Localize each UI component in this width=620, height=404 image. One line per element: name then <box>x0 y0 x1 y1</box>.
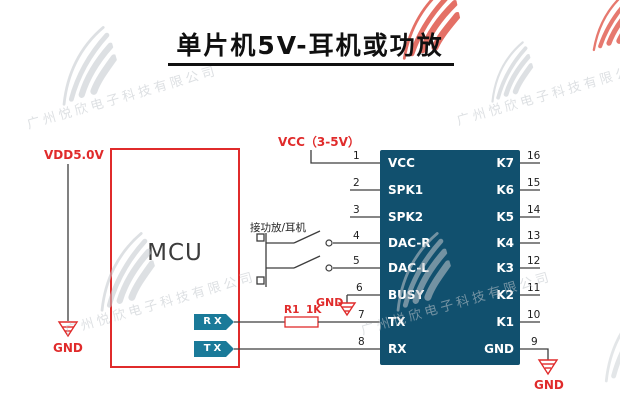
dac-r-contact <box>325 239 333 247</box>
vcc-label: VCC（3-5V） <box>278 135 360 149</box>
watermark-company-text: 广州悦欣电子科技有限公司 <box>455 59 620 129</box>
pin-label: K2 <box>496 288 514 302</box>
pin-number: 5 <box>353 255 360 267</box>
pin-label: K7 <box>496 156 514 170</box>
feather-logo-icon <box>581 299 620 386</box>
pin-number: 14 <box>527 204 541 216</box>
vdd-label: VDD5.0V <box>44 148 104 162</box>
pin-number: 6 <box>356 282 363 294</box>
pin-number: 10 <box>527 309 541 321</box>
pin-number: 1 <box>353 150 360 162</box>
pin-number: 16 <box>527 150 541 162</box>
pin-label: BUSY <box>388 288 425 302</box>
pin-number: 9 <box>531 336 538 348</box>
pin-label: DAC-R <box>388 236 431 250</box>
pin-label: DAC-L <box>388 261 429 275</box>
dac-l-contact <box>325 264 333 272</box>
pin-number: 8 <box>358 336 365 348</box>
pin-number: 13 <box>527 230 541 242</box>
ground-symbol-right <box>537 359 559 376</box>
gnd-label-right: GND <box>534 378 564 392</box>
pin-label: RX <box>388 342 407 356</box>
watermark-company-text: 广州悦欣电子科技有限公司 <box>25 63 220 133</box>
headphone-jack-icon <box>256 230 321 287</box>
pin-number: 3 <box>353 204 360 216</box>
page-title: 单片机5V-耳机或功放 <box>176 31 444 60</box>
pin-number: 11 <box>527 282 541 294</box>
pin-number: 2 <box>353 177 360 189</box>
resistor-name-label: R1 <box>284 304 300 316</box>
pin-number: 7 <box>358 309 365 321</box>
gnd-label-left: GND <box>53 341 83 355</box>
pin-label: K6 <box>496 183 514 197</box>
ground-symbol-left <box>57 321 79 338</box>
watermark: 广州悦欣电子科技有限公司 <box>6 0 220 133</box>
resistor-r1 <box>284 316 319 328</box>
mcu-label: MCU <box>147 240 203 266</box>
pin-number: 12 <box>527 255 541 267</box>
pin-number: 4 <box>353 230 360 242</box>
tx-net-tag: TX <box>194 341 234 357</box>
gnd-label-mid: GND <box>316 296 344 309</box>
pin-label: SPK1 <box>388 183 424 197</box>
resistor-value-label: 1K <box>306 304 322 316</box>
vcc-wire <box>310 150 380 164</box>
pin-number: 15 <box>527 177 541 189</box>
pin-label: VCC <box>388 156 415 170</box>
pin-label: K4 <box>496 236 514 250</box>
pin-label: SPK2 <box>388 210 424 224</box>
pin-label: TX <box>388 315 406 329</box>
pin-label: K1 <box>496 315 514 329</box>
jack-label: 接功放/耳机 <box>250 222 307 234</box>
rx-net-tag: RX <box>194 314 234 330</box>
title-underline <box>168 63 454 66</box>
pin-label: K3 <box>496 261 514 275</box>
pin-label: K5 <box>496 210 514 224</box>
pin-label: GND <box>484 342 514 356</box>
